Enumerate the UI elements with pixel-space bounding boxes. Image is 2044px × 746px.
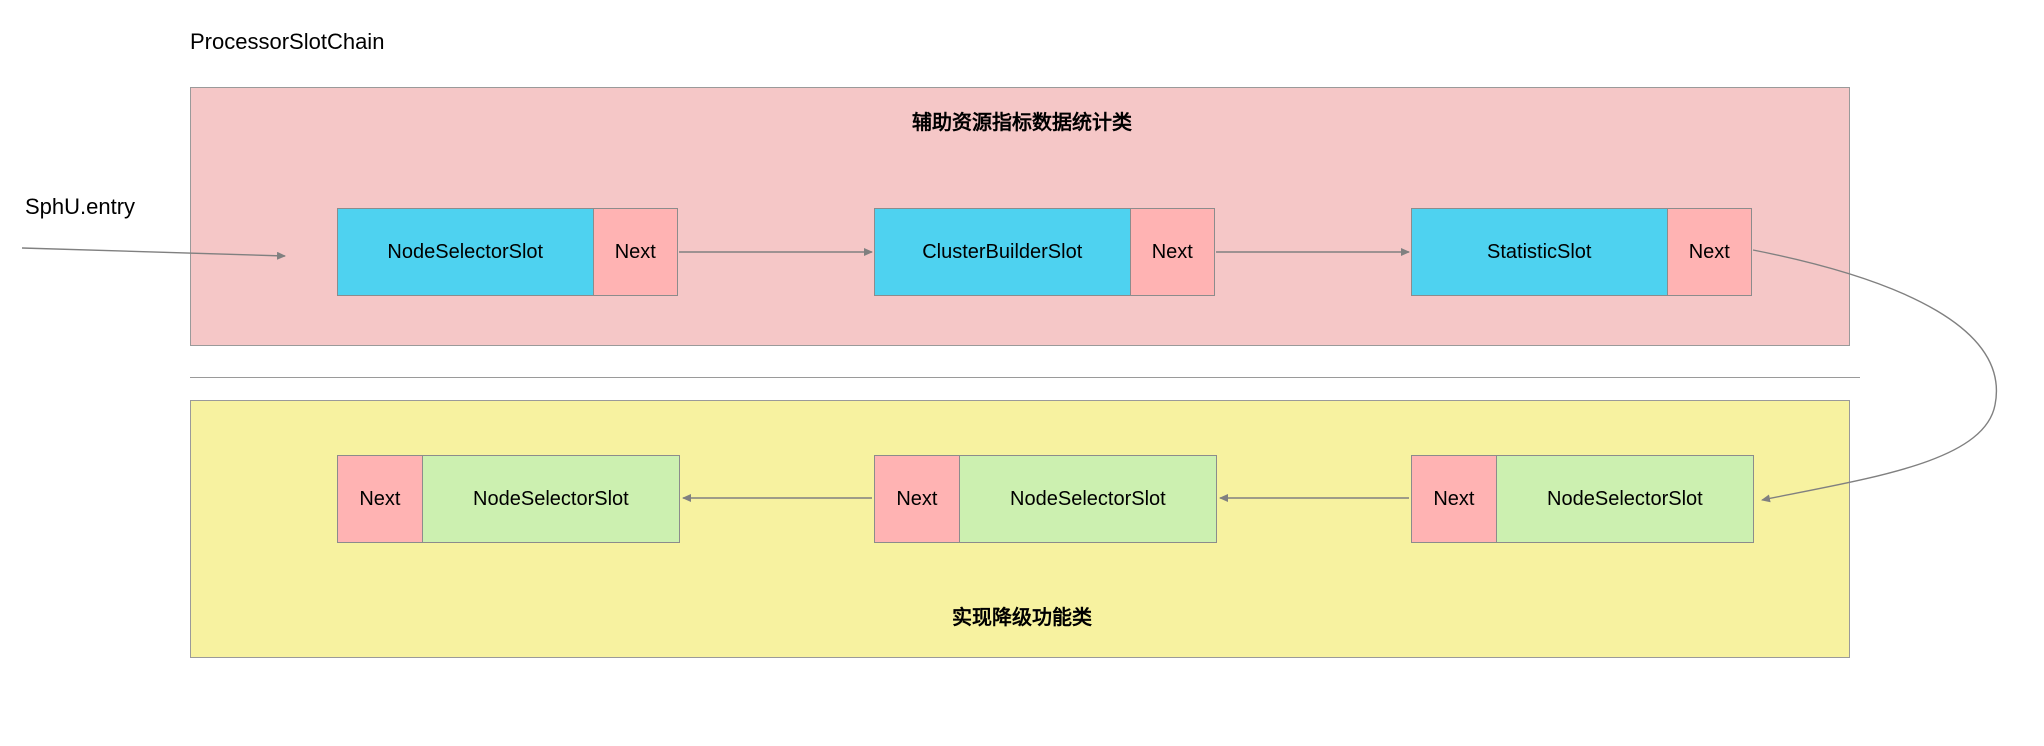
slot-node-selector-bottom-3[interactable]: Next NodeSelectorSlot: [1411, 455, 1754, 543]
panel-degrade-caption: 实现降级功能类: [952, 607, 1092, 629]
slot-node-selector-bottom-1[interactable]: Next NodeSelectorSlot: [337, 455, 680, 543]
slot-next-pointer: Next: [1666, 209, 1751, 295]
slot-next-pointer: Next: [1129, 209, 1214, 295]
panel-statistics-caption: 辅助资源指标数据统计类: [912, 112, 1132, 134]
diagram-title: ProcessorSlotChain: [190, 29, 385, 54]
slot-label: NodeSelectorSlot: [958, 456, 1216, 542]
slot-label: ClusterBuilderSlot: [875, 209, 1130, 295]
sphu-entry-label: SphU.entry: [25, 194, 136, 219]
slot-label: StatisticSlot: [1412, 209, 1667, 295]
slot-label: NodeSelectorSlot: [338, 209, 593, 295]
slot-next-pointer: Next: [338, 456, 422, 542]
slot-statistic[interactable]: StatisticSlot Next: [1411, 208, 1752, 296]
slot-node-selector-top[interactable]: NodeSelectorSlot Next: [337, 208, 678, 296]
slot-next-pointer: Next: [1412, 456, 1496, 542]
slot-cluster-builder[interactable]: ClusterBuilderSlot Next: [874, 208, 1215, 296]
slot-label: NodeSelectorSlot: [1495, 456, 1753, 542]
slot-next-pointer: Next: [875, 456, 959, 542]
slot-label: NodeSelectorSlot: [421, 456, 679, 542]
slot-node-selector-bottom-2[interactable]: Next NodeSelectorSlot: [874, 455, 1217, 543]
panel-divider: [190, 377, 1860, 378]
slot-next-pointer: Next: [592, 209, 677, 295]
